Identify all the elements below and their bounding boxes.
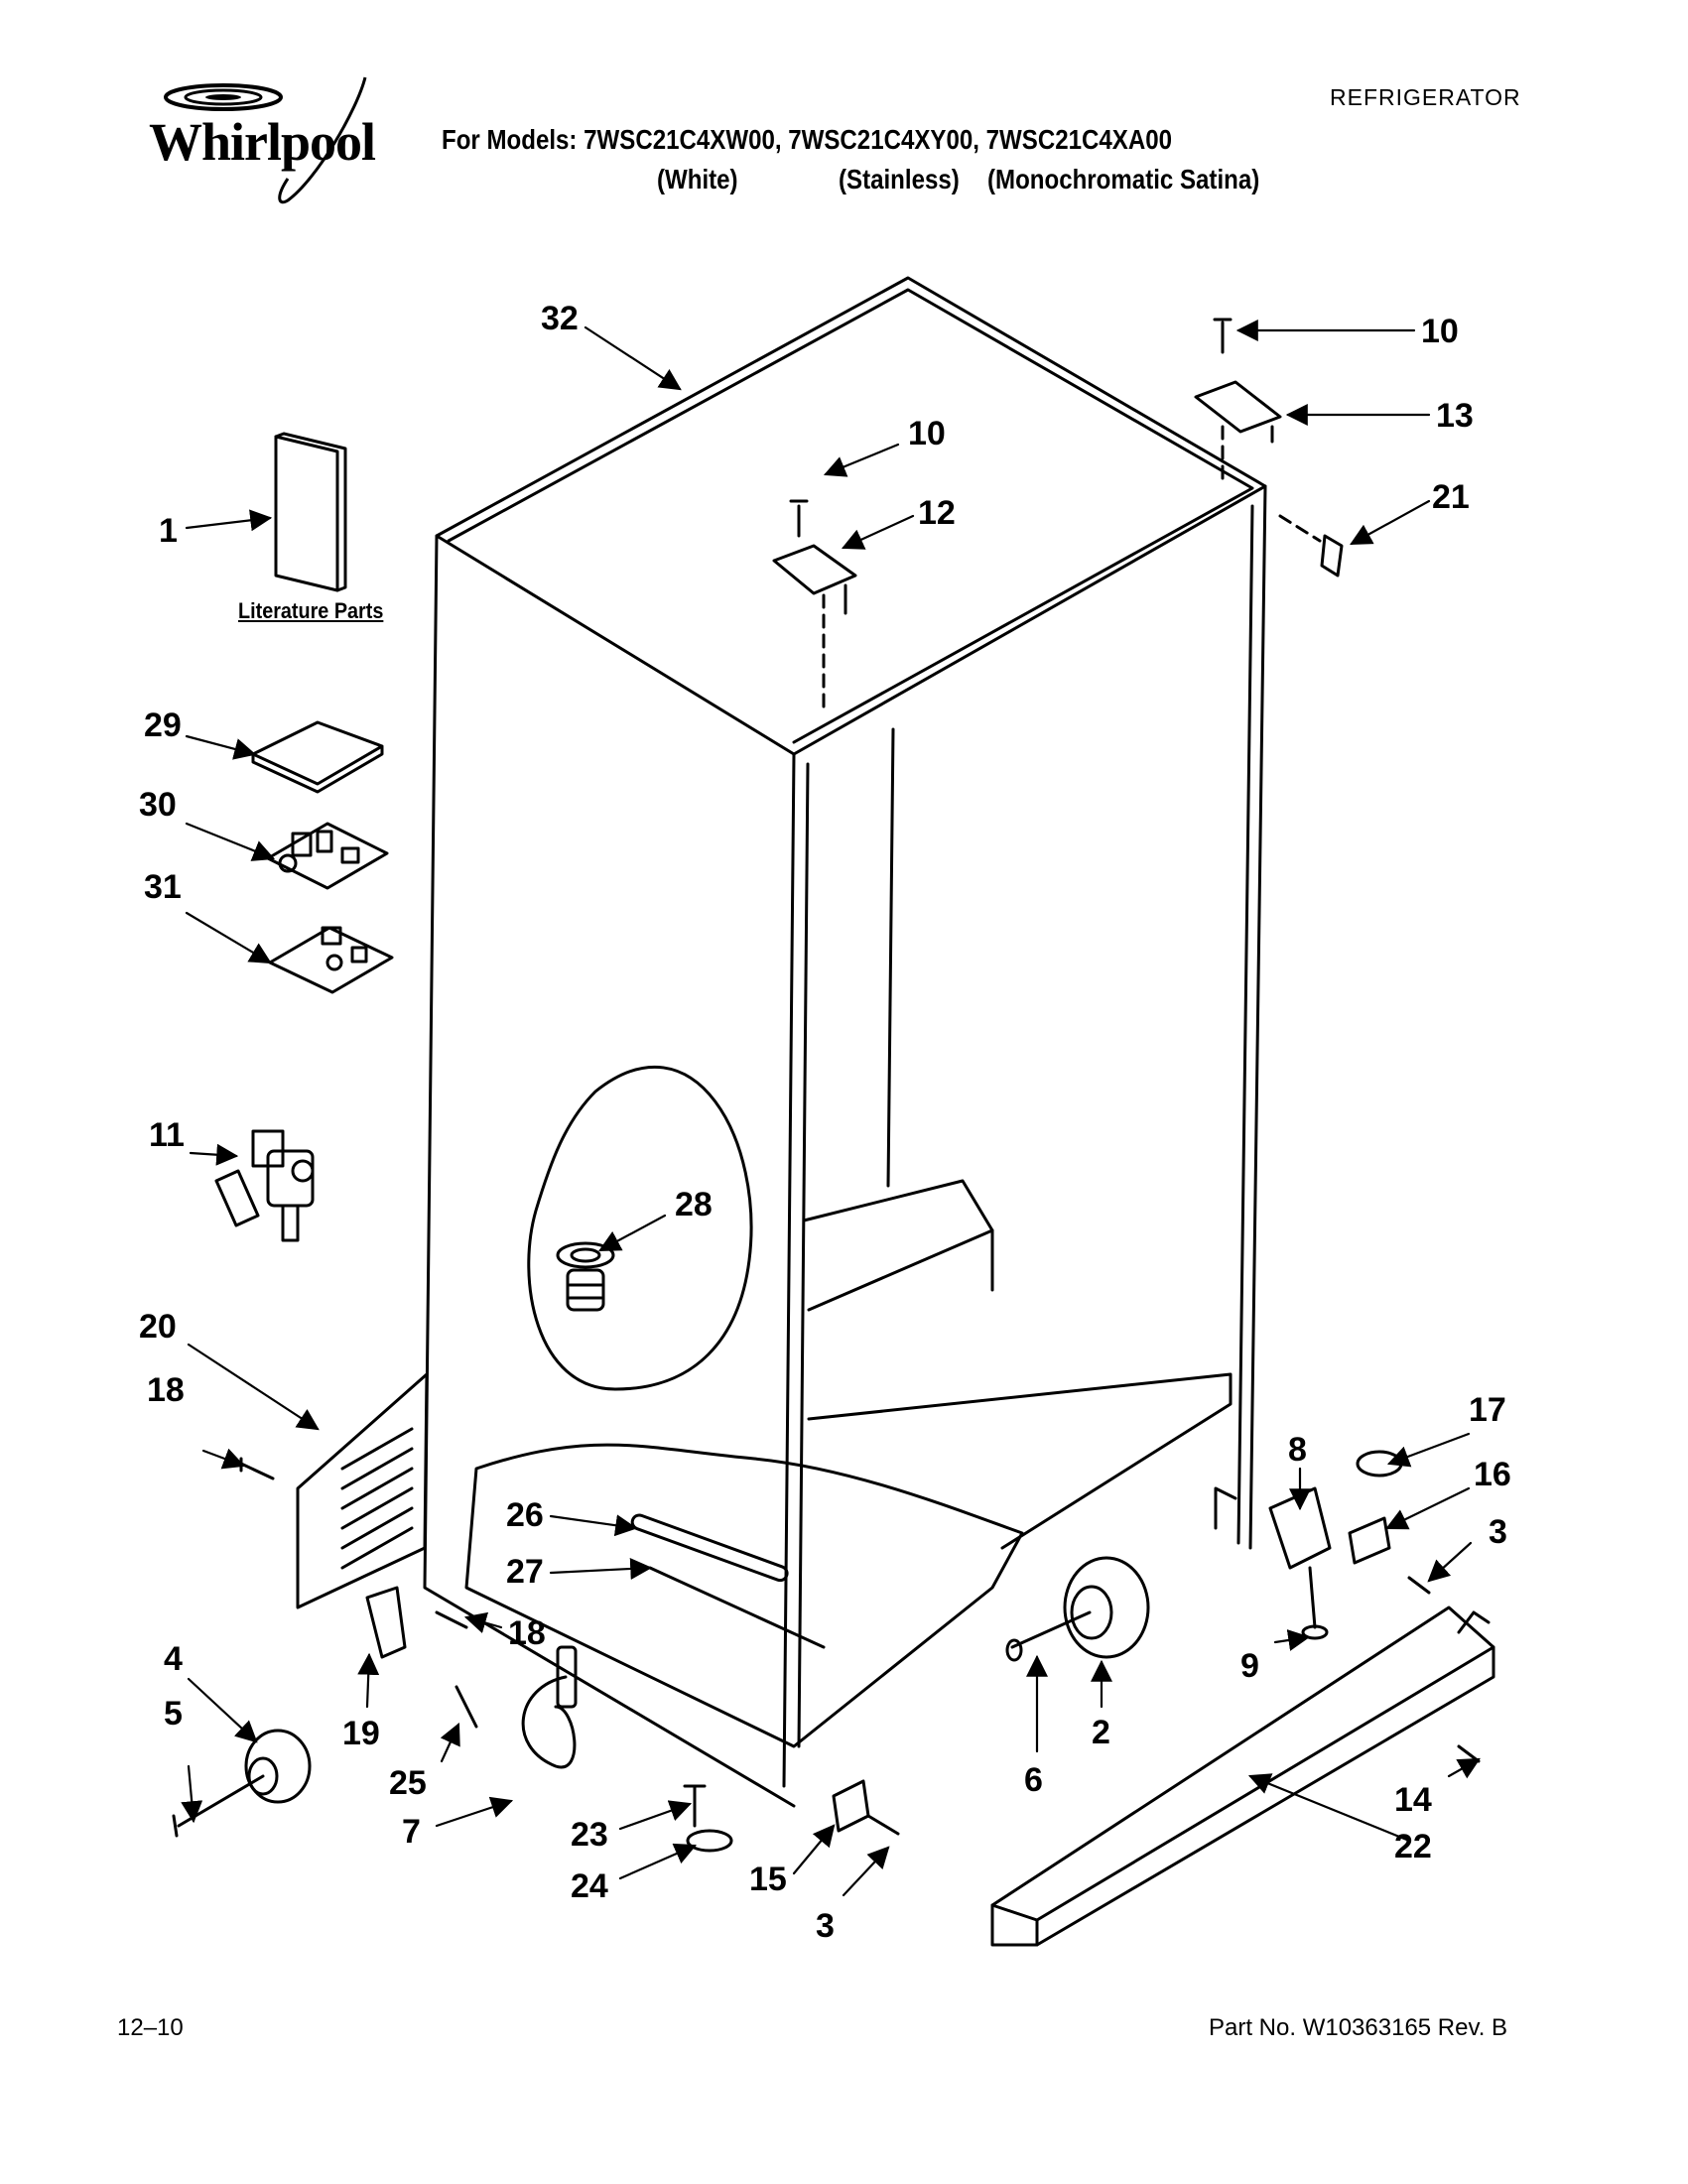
door-stop-part (832, 1779, 870, 1833)
callout-8: 8 (1288, 1431, 1307, 1469)
bracket-part (365, 1586, 407, 1659)
water-valve-part (214, 1129, 315, 1242)
top-hinge-right-part (1194, 318, 1344, 578)
callout-14: 14 (1394, 1781, 1432, 1819)
brand-wordmark: Whirlpool (149, 112, 376, 172)
callout-4: 4 (164, 1640, 183, 1678)
callout-13: 13 (1436, 397, 1474, 435)
screw-part (435, 1610, 478, 1729)
callout-2: 2 (1092, 1714, 1110, 1751)
callout-15: 15 (749, 1861, 787, 1898)
footer-part-number: Part No. W10363165 Rev. B (1209, 2014, 1508, 2041)
callout-18-lower: 18 (508, 1614, 546, 1652)
callout-30: 30 (139, 786, 177, 824)
defrost-tube-part (630, 1513, 789, 1583)
callout-11: 11 (149, 1116, 185, 1154)
drain-tube-part (648, 1566, 826, 1649)
callout-21: 21 (1432, 478, 1470, 516)
models-line: For Models: 7WSC21C4XW00, 7WSC21C4XY00, … (442, 124, 1173, 155)
callout-31: 31 (144, 868, 182, 906)
top-hinge-center-part (772, 499, 857, 711)
callout-20: 20 (139, 1308, 177, 1346)
hose-fitting (556, 1645, 578, 1709)
lower-hinge-part (1268, 1450, 1431, 1640)
color-satina: (Monochromatic Satina) (987, 164, 1260, 194)
callout-25: 25 (389, 1764, 427, 1802)
control-board-part (266, 822, 389, 890)
screw-part (239, 1457, 275, 1480)
color-stainless: (Stainless) (839, 164, 960, 194)
callout-10-center: 10 (908, 415, 946, 452)
callout-12: 12 (918, 494, 956, 532)
callout-9: 9 (1240, 1647, 1259, 1685)
cabinet-body (423, 276, 1267, 1808)
swirl-logo-icon (164, 76, 367, 204)
control-cover-part (251, 720, 384, 794)
callout-28: 28 (675, 1186, 713, 1223)
electronic-board-part (268, 926, 394, 994)
callout-16: 16 (1474, 1456, 1511, 1493)
front-roller-part (1005, 1556, 1150, 1662)
category-label: REFRIGERATOR (1330, 84, 1521, 110)
callout-6: 6 (1024, 1761, 1043, 1799)
callout-32: 32 (541, 300, 579, 337)
drain-hose-part (521, 1675, 577, 1769)
callout-10-right: 10 (1421, 313, 1459, 350)
literature-parts-label: Literature Parts (238, 598, 384, 623)
screw-part (1457, 1744, 1481, 1763)
drain-trap-part (556, 1241, 615, 1312)
screw-part (866, 1814, 900, 1836)
callout-3-right: 3 (1489, 1513, 1507, 1551)
leader-arrows (181, 320, 1481, 1897)
lower-cutaway-outline (464, 1443, 1024, 1748)
callout-22: 22 (1394, 1828, 1432, 1865)
callout-29: 29 (144, 707, 182, 744)
callout-5: 5 (164, 1695, 183, 1733)
callout-7: 7 (402, 1813, 421, 1851)
callout-3-lower: 3 (816, 1907, 835, 1945)
callout-17: 17 (1469, 1391, 1506, 1429)
footer-date: 12–10 (117, 2014, 184, 2041)
callout-23: 23 (571, 1816, 608, 1854)
callout-19: 19 (342, 1715, 380, 1752)
screw-part (683, 1784, 707, 1828)
cutaway-outline (527, 1065, 753, 1391)
literature-booklet (274, 432, 347, 592)
washer-part (686, 1829, 733, 1853)
callout-labels: 32 10 10 13 12 21 1 29 30 31 11 28 20 18… (139, 300, 1511, 1945)
base-grille-part (990, 1606, 1495, 1947)
rear-grille-part (296, 1372, 429, 1609)
callout-26: 26 (506, 1496, 544, 1534)
callout-24: 24 (571, 1867, 608, 1905)
brand-logo: Whirlpool (129, 69, 397, 208)
color-white: (White) (657, 164, 738, 194)
callout-18-left: 18 (147, 1371, 185, 1409)
callout-1: 1 (159, 512, 178, 550)
callout-27: 27 (506, 1553, 544, 1591)
